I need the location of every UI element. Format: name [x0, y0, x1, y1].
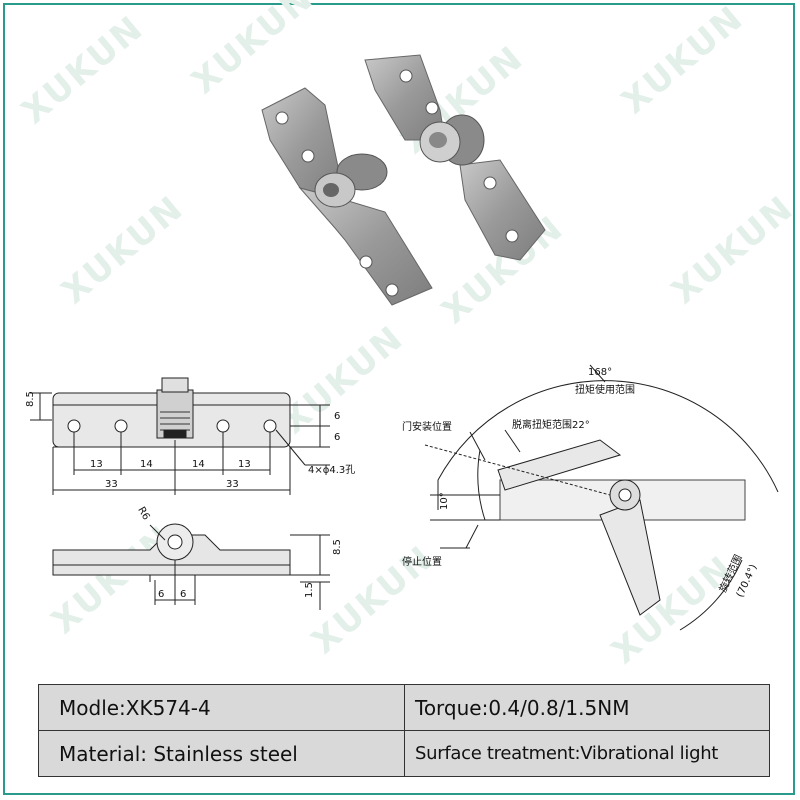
dim-r6: R6: [135, 505, 151, 522]
spec-torque: Torque:0.4/0.8/1.5NM: [404, 684, 770, 731]
spec-model: Modle:XK574-4: [38, 684, 405, 731]
dim-6-bottom: 6: [334, 432, 340, 443]
angle-diagram: [424, 364, 779, 631]
dim-holes: 4×ϕ4.3孔: [308, 464, 355, 476]
dim-14-left: 14: [140, 459, 153, 470]
dim-13-right: 13: [238, 459, 251, 470]
door-position-label: 门安装位置: [402, 420, 452, 433]
dim-side-8-5: 8.5: [332, 539, 343, 555]
angle-168: 168°: [588, 367, 612, 378]
image-frame: [3, 3, 795, 795]
dim-side-1-5: 1.5: [304, 582, 315, 598]
dim-14-right: 14: [192, 459, 205, 470]
spec-surface: Surface treatment:Vibrational light: [404, 730, 770, 777]
hinge-photo-left: [261, 87, 433, 306]
spec-row: Modle:XK574-4 Torque:0.4/0.8/1.5NM: [38, 684, 770, 731]
front-view-drawing: [30, 377, 330, 495]
dim-13-left: 13: [90, 459, 103, 470]
hinge-photo-right: [364, 54, 546, 261]
side-view-drawing: [52, 523, 330, 610]
dim-6-side-right: 6: [180, 589, 186, 600]
spec-material: Material: Stainless steel: [38, 730, 405, 777]
stop-position-label: 停止位置: [402, 555, 442, 568]
release-range-label: 脱离扭矩范围22°: [512, 418, 590, 431]
angle-torque-range-label: 扭矩使用范围: [575, 383, 635, 396]
dim-8-5: 8.5: [25, 391, 36, 407]
dim-33-left: 33: [105, 479, 118, 490]
angle-10: 10°: [439, 492, 450, 510]
dim-33-right: 33: [226, 479, 239, 490]
dim-6-side-left: 6: [158, 589, 164, 600]
spec-table: Modle:XK574-4 Torque:0.4/0.8/1.5NM Mater…: [38, 684, 770, 777]
spec-row: Material: Stainless steel Surface treatm…: [38, 730, 770, 777]
dim-6-top: 6: [334, 411, 340, 422]
